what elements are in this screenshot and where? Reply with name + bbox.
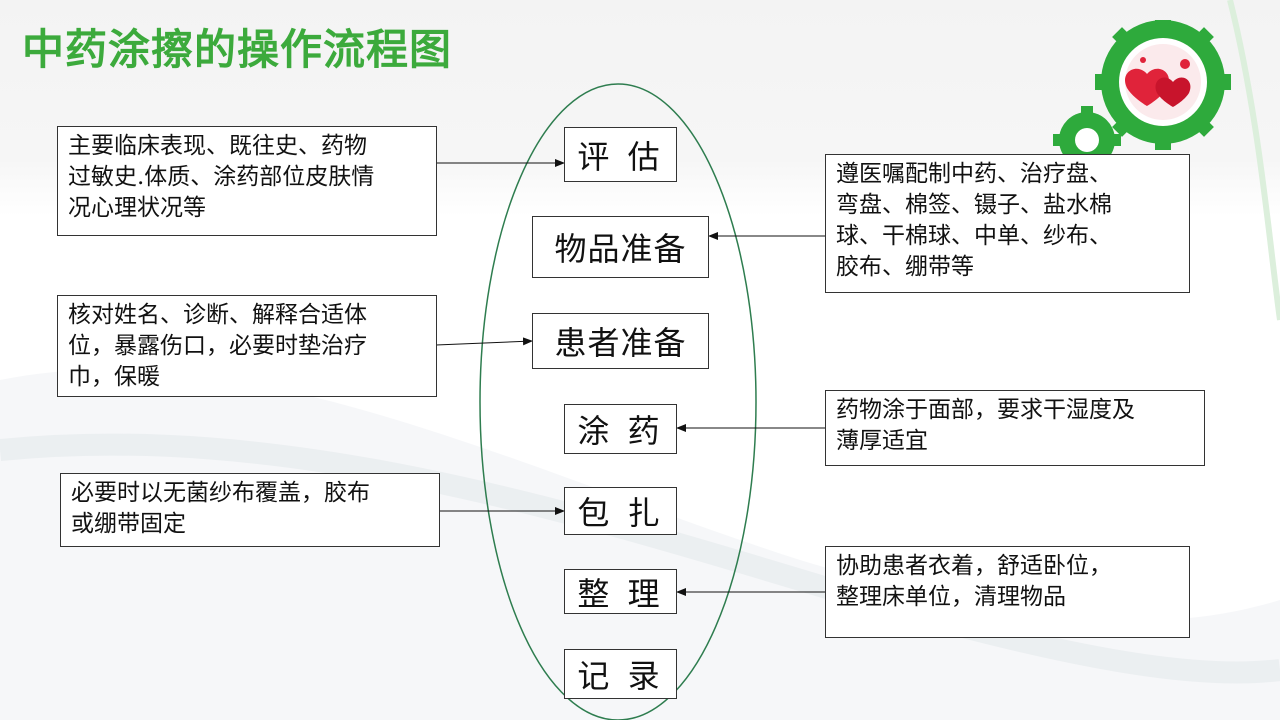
note-line: 巾，保暖 [68,364,160,390]
note-assess: 主要临床表现、既往史、药物 过敏史.体质、涂药部位皮肤情 况心理状况等 [57,126,437,236]
note-line: 或绷带固定 [71,511,186,537]
arrow-patient [435,337,533,346]
step-record: 记 录 [564,649,677,699]
note-line: 药物涂于面部，要求干湿度及 [836,397,1135,423]
heart-icon [1125,57,1191,107]
step-apply: 涂 药 [564,404,677,454]
note-line: 过敏史.体质、涂药部位皮肤情 [68,164,375,190]
steps-ellipse [479,83,757,720]
step-assess: 评 估 [564,127,677,182]
note-line: 胶布、绷带等 [836,254,974,280]
note-line: 遵医嘱配制中药、治疗盘、 [836,161,1112,187]
note-line: 况心理状况等 [68,195,206,221]
page-title: 中药涂擦的操作流程图 [22,25,453,74]
note-apply: 药物涂于面部，要求干湿度及 薄厚适宜 [825,390,1205,466]
note-tidy: 协助患者衣着，舒适卧位， 整理床单位，清理物品 [825,546,1190,638]
note-line: 位，暴露伤口，必要时垫治疗 [68,333,367,359]
note-bandage: 必要时以无菌纱布覆盖，胶布 或绷带固定 [60,473,440,547]
note-line: 必要时以无菌纱布覆盖，胶布 [71,480,370,506]
step-bandage: 包 扎 [564,487,677,535]
note-line: 协助患者衣着，舒适卧位， [836,553,1112,579]
gear-heart-logo [1053,20,1231,174]
note-line: 整理床单位，清理物品 [836,584,1066,610]
note-line: 球、干棉球、中单、纱布、 [836,223,1112,249]
note-items: 遵医嘱配制中药、治疗盘、 弯盘、棉签、镊子、盐水棉 球、干棉球、中单、纱布、 胶… [825,154,1190,293]
step-patient-prep: 患者准备 [532,313,709,369]
note-line: 弯盘、棉签、镊子、盐水棉 [836,192,1112,218]
step-items-prep: 物品准备 [532,216,709,278]
step-tidy: 整 理 [564,569,677,614]
note-line: 核对姓名、诊断、解释合适体 [68,302,367,328]
note-line: 主要临床表现、既往史、药物 [68,133,367,159]
note-line: 薄厚适宜 [836,428,928,454]
note-patient: 核对姓名、诊断、解释合适体 位，暴露伤口，必要时垫治疗 巾，保暖 [57,295,437,397]
